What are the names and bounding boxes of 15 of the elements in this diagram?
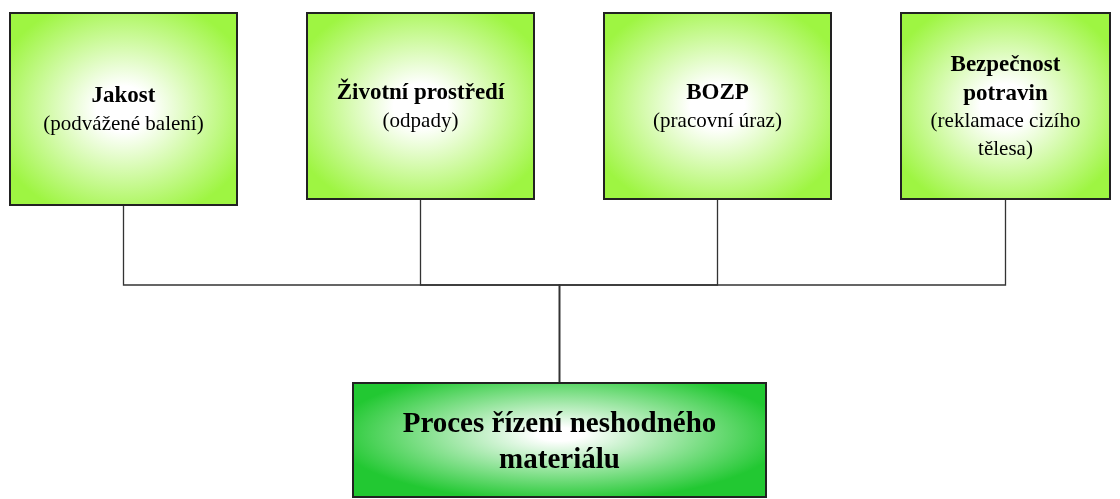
- box-title: Životní prostředí: [336, 77, 505, 106]
- box-description: (odpady): [382, 106, 459, 134]
- box-description: (pracovní úraz): [653, 106, 782, 134]
- box-title: BOZP: [686, 77, 749, 106]
- process-box: [352, 382, 767, 498]
- category-box: [900, 12, 1111, 200]
- connector-line: [558, 199, 1007, 383]
- category-box: [603, 12, 832, 200]
- box-title: Jakost: [91, 80, 156, 109]
- category-box: [306, 12, 535, 200]
- box-description: (podvážené balení): [43, 109, 204, 137]
- box-title: Bezpečnost potravin: [949, 49, 1062, 107]
- box-title: Proces řízení neshodného materiálu: [401, 404, 718, 476]
- box-description: (reklamace cizího tělesa): [929, 107, 1082, 162]
- category-box: [9, 12, 238, 206]
